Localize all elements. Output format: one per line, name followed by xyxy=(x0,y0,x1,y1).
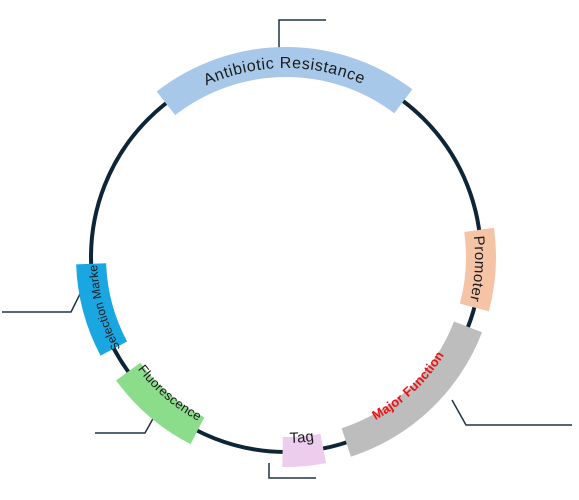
segment-antibiotic xyxy=(156,47,413,116)
segment-promoter xyxy=(459,227,497,312)
callout-line-antibiotic xyxy=(278,19,326,53)
segment-fluorescence xyxy=(116,362,205,445)
segment-label-selection: Selection Marker xyxy=(0,0,123,354)
segment-label-promoter: Promoter xyxy=(466,235,488,303)
callout-line-major-function xyxy=(451,399,572,426)
segment-label-text-selection: Selection Marker xyxy=(0,0,123,354)
segment-major xyxy=(341,321,483,457)
segment-label-tag: Tag xyxy=(289,428,315,447)
callout-line-tag xyxy=(268,463,316,479)
callout-line-fluorescence xyxy=(95,414,156,434)
callout-line-selection xyxy=(2,289,83,313)
segments-layer xyxy=(76,47,497,468)
segment-label-text-tag: Tag xyxy=(289,428,315,447)
segment-tag xyxy=(282,433,327,468)
segment-selection xyxy=(76,263,128,356)
segment-label-text-promoter: Promoter xyxy=(466,235,488,303)
